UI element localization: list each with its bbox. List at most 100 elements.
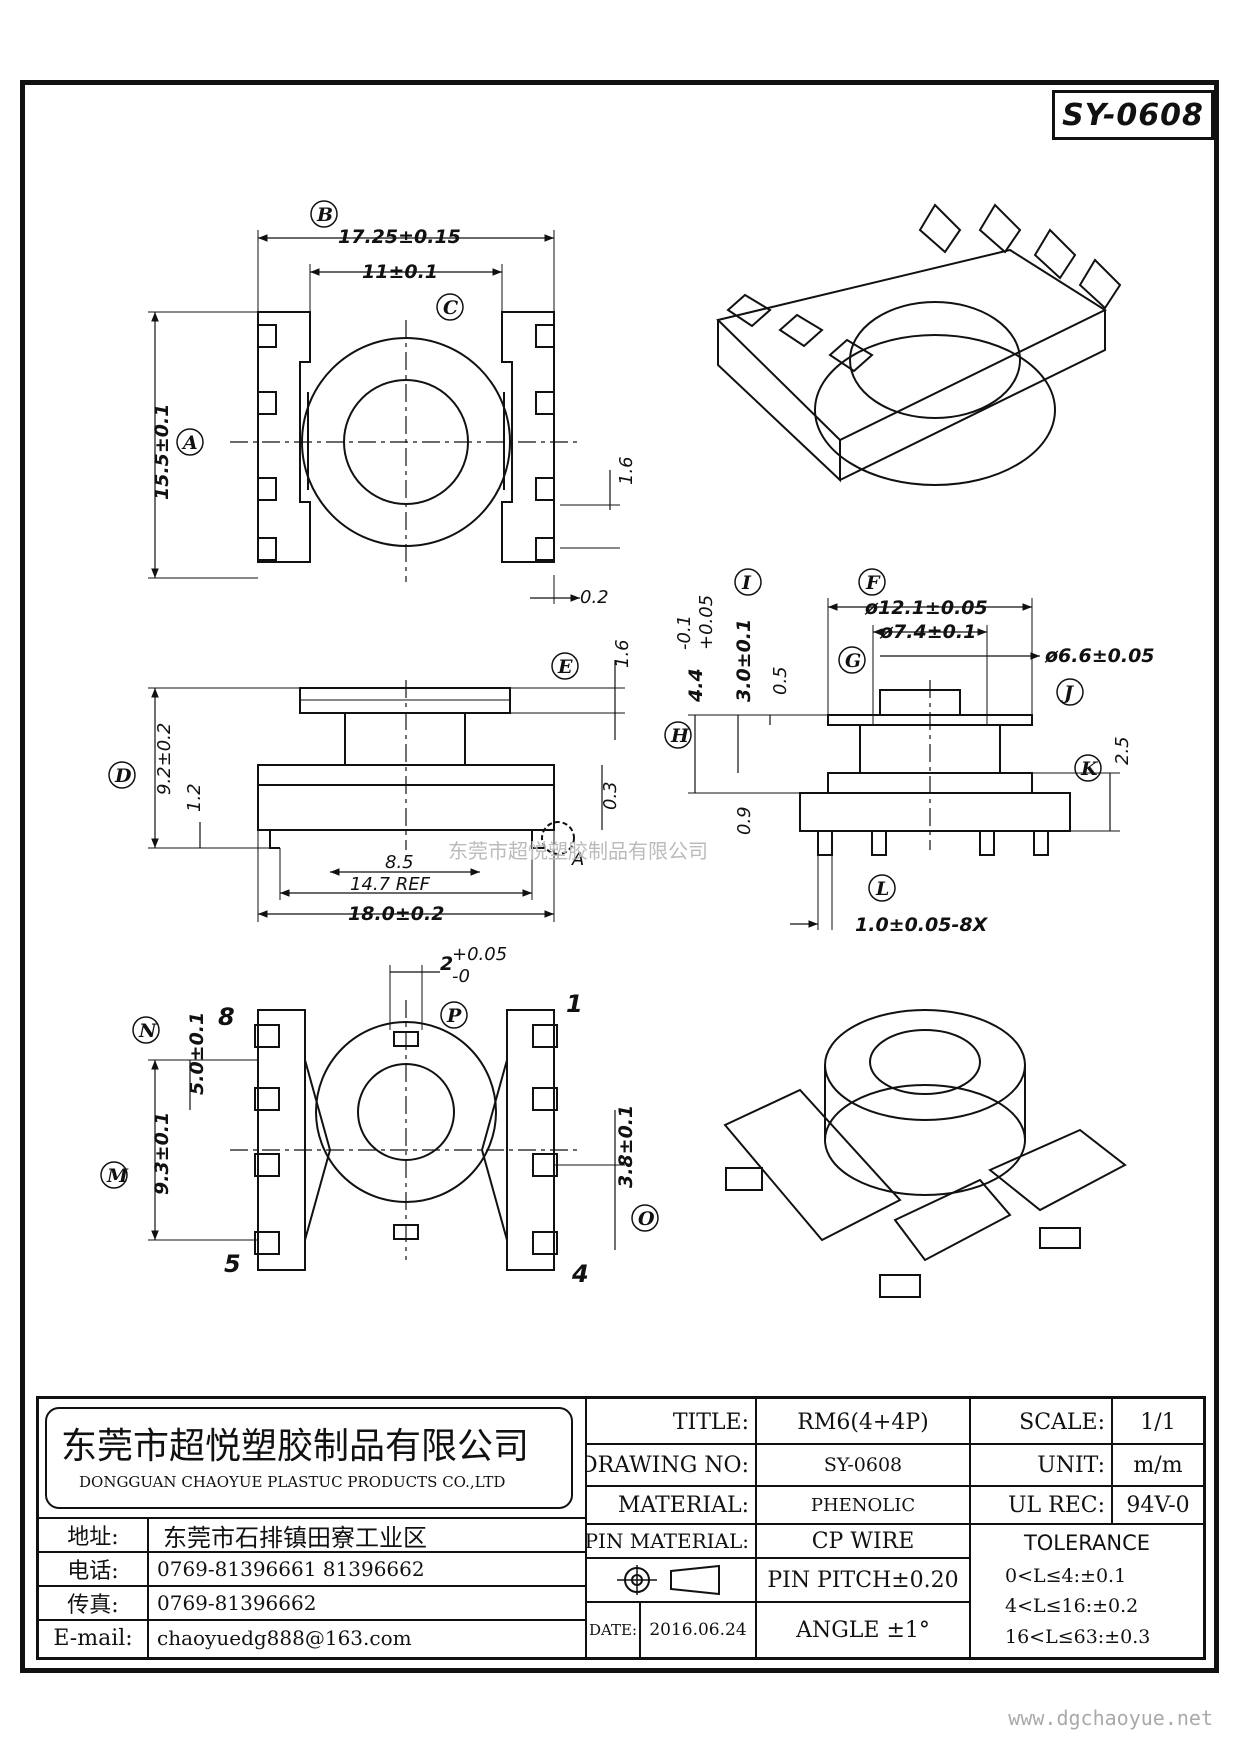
dim-h05: 0.5 [770,666,791,695]
dim-i-minus: -0.1 [674,615,695,650]
title-label: TITLE: [672,1409,749,1435]
ul-label: UL REC: [1007,1492,1105,1518]
dim-hole-dia: ø6.6±0.05 [1044,645,1155,667]
label-n: N [132,1016,160,1044]
dim-i-main: 4.4 [685,668,707,703]
dim-slot-width: 2 [440,953,453,975]
label-j: J [1056,678,1084,706]
label-c: C [436,293,464,321]
dim-outer-dia: ø12.1±0.05 [864,597,988,619]
dim-width-inner: 11±0.1 [362,261,438,283]
unit-value: m/m [1133,1452,1183,1478]
tolerance-1: 0<L≤4:±0.1 [1005,1565,1127,1587]
label-o: O [631,1204,659,1232]
projection-symbol-icon [617,1564,720,1596]
company-name-en: DONGGUAN CHAOYUE PLASTUC PRODUCTS CO.,LT… [79,1473,506,1491]
top-view [148,230,620,604]
svg-text:B: B [316,204,333,226]
label-m: M [100,1161,129,1189]
dim-offset: 0.2 [580,587,609,608]
address-label: 地址: [67,1525,119,1550]
label-p: P [440,1001,468,1029]
dim-front-overall: 18.0±0.2 [348,903,444,925]
svg-text:I: I [741,572,752,594]
dim-width-overall: 17.25±0.15 [338,226,461,248]
svg-text:O: O [638,1208,655,1230]
watermark-url: www.dgchaoyue.net [1008,1706,1213,1730]
svg-text:P: P [446,1005,462,1027]
dim-front-gap: 0.3 [600,781,621,810]
company-box: 东莞市超悦塑胶制品有限公司 DONGGUAN CHAOYUE PLASTUC P… [45,1407,573,1509]
bottom-view [148,965,625,1271]
label-d: D [108,761,136,789]
email-value: chaoyuedg888@163.com [157,1626,412,1650]
scale-value: 1/1 [1140,1409,1176,1435]
svg-text:D: D [114,765,132,787]
dim-front-height: 9.2±0.2 [154,723,175,795]
dim-core-dia: ø7.4±0.1 [879,621,976,643]
unit-label: UNIT: [1037,1452,1105,1478]
dim-front-detail: A [571,849,584,870]
ul-value: 94V-0 [1126,1492,1190,1518]
svg-text:K: K [1080,758,1099,780]
dim-h09: 0.9 [734,806,755,835]
dim-k: 2.5 [1112,736,1133,765]
dim-front-pitch: 8.5 [385,852,414,873]
pin-number-4: 4 [571,1260,589,1288]
svg-text:C: C [443,297,458,319]
dim-height: 15.5±0.1 [151,404,173,500]
isometric-view-bottom [723,1009,1127,1298]
material-value: PHENOLIC [810,1494,916,1516]
dim-h3: 3.0±0.1 [733,619,755,702]
label-l: L [868,874,896,902]
svg-text:M: M [106,1165,129,1187]
dim-front-flange: 1.6 [612,639,633,668]
label-b: B [310,200,338,228]
svg-text:G: G [845,650,861,672]
fax-label: 传真: [67,1593,119,1618]
side-view [688,598,1120,930]
tolerance-3: 16<L≤63:±0.3 [1005,1626,1151,1648]
fax-value: 0769-81396662 [157,1591,317,1615]
dim-m: 9.3±0.1 [151,1112,173,1195]
svg-text:A: A [181,432,198,454]
label-k: K [1074,754,1102,782]
phone-value: 0769-81396661 81396662 [157,1557,425,1581]
svg-text:N: N [138,1020,157,1042]
drawing-no-label: DRAWING NO: [587,1452,749,1478]
svg-text:F: F [865,572,881,594]
email-label: E-mail: [53,1625,133,1651]
tolerance-2: 4<L≤16:±0.2 [1005,1595,1139,1617]
dim-slot: 1.6 [616,456,637,485]
drawing-no-value: SY-0608 [823,1454,903,1476]
label-i: I [734,568,762,596]
svg-text:H: H [670,725,690,747]
dim-front-pin-h: 1.2 [184,783,205,812]
dim-slot-minus: -0 [452,966,470,987]
tolerance-label: TOLERANCE [1023,1531,1151,1555]
title-value: RM6(4+4P) [797,1409,929,1435]
angle: ANGLE ±1° [796,1617,930,1643]
label-e: E [551,652,579,680]
pin-material-label: PIN MATERIAL: [587,1529,749,1553]
svg-text:E: E [557,656,573,678]
dim-o: 3.8±0.1 [615,1105,637,1188]
isometric-view-top [716,203,1122,486]
phone-label: 电话: [67,1559,119,1584]
pin-number-8: 8 [218,1003,235,1031]
date-label: DATE: [588,1621,638,1639]
front-view [148,660,625,922]
title-block: 东莞市超悦塑胶制品有限公司 DONGGUAN CHAOYUE PLASTUC P… [36,1396,1206,1660]
scale-label: SCALE: [1019,1409,1105,1435]
label-a: A [176,428,204,456]
pin-number-5: 5 [224,1250,241,1278]
drawing-sheet-border [20,80,1219,1673]
date-value: 2016.06.24 [649,1620,747,1640]
label-h: H [664,721,692,749]
pin-material-value: CP WIRE [811,1528,915,1554]
address-value: 东莞市石排镇田寮工业区 [163,1523,427,1552]
svg-text:J: J [1061,682,1075,704]
projection-symbol [609,1563,729,1597]
svg-text:L: L [875,878,889,900]
